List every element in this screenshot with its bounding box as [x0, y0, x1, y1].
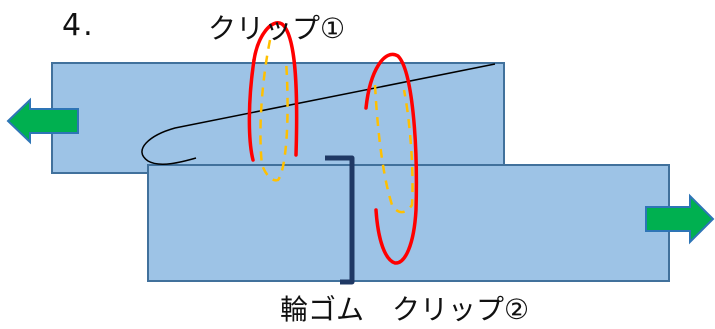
clip1-solid-left: [247, 58, 256, 162]
connecting-line: [141, 63, 496, 165]
clip2-solid: [364, 52, 419, 265]
arrow-right-icon: [645, 193, 715, 245]
clip1-label: クリップ①: [208, 12, 346, 45]
rubber-band: [325, 155, 355, 285]
clip1-dashed: [259, 39, 289, 182]
lower-board: [147, 164, 670, 282]
step-number: 4.: [62, 8, 95, 43]
arrow-left-icon: [6, 97, 79, 145]
clip2-dashed: [373, 84, 414, 214]
clip2-label: クリップ②: [392, 293, 530, 326]
clip1-solid: [252, 21, 299, 157]
upper-board: [51, 62, 505, 174]
rubber-band-label: 輪ゴム: [280, 293, 365, 326]
